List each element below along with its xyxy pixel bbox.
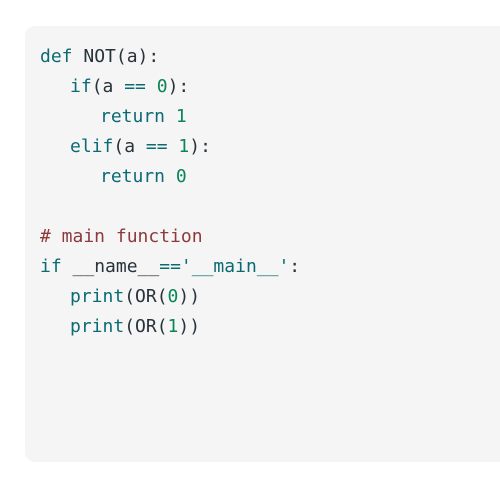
string-literal: '__main__' <box>180 256 290 277</box>
operator: == <box>145 136 168 157</box>
number-literal: 0 <box>156 76 168 97</box>
operator: == <box>124 76 146 97</box>
code-line-4: elif(a == 1): <box>40 132 500 162</box>
code-line-5: return 0 <box>40 162 500 192</box>
code-text <box>165 166 176 187</box>
heading-fragment: ​ <box>0 0 500 8</box>
code-text: )) <box>178 286 201 307</box>
builtin-function: print <box>70 316 125 337</box>
code-line-8: if __name__=='__main__': <box>40 252 500 282</box>
code-text: )) <box>178 316 201 337</box>
keyword: def <box>40 46 73 67</box>
builtin-function: print <box>70 286 125 307</box>
code-text: : <box>289 256 301 277</box>
keyword: if <box>40 256 62 277</box>
code-text: (a <box>91 76 125 97</box>
code-text: (a <box>113 136 146 157</box>
number-literal: 1 <box>175 106 187 127</box>
keyword: if <box>70 76 92 97</box>
keyword: return <box>100 106 166 127</box>
code-text: __name__ <box>61 256 160 277</box>
keyword: return <box>100 166 166 187</box>
code-line-7: # main function <box>40 222 500 252</box>
number-literal: 1 <box>178 136 190 157</box>
code-text <box>168 136 179 157</box>
code-text <box>165 106 176 127</box>
number-literal: 1 <box>167 316 179 337</box>
code-text: NOT(a): <box>72 46 160 67</box>
code-text: ): <box>167 76 190 97</box>
code-text: (OR( <box>124 286 168 307</box>
number-literal: 0 <box>175 166 187 187</box>
code-text: ): <box>189 136 211 157</box>
number-literal: 0 <box>167 286 179 307</box>
code-line-1: def NOT(a): <box>40 42 500 72</box>
code-line-blank <box>40 192 500 222</box>
code-text <box>146 76 157 97</box>
keyword: elif <box>70 136 114 157</box>
code-line-2: if(a == 0): <box>40 72 500 102</box>
code-line-10: print(OR(1)) <box>40 312 500 342</box>
comment: # main function <box>40 226 203 247</box>
code-block: def NOT(a): if(a == 0): return 1 elif(a … <box>25 26 500 462</box>
code-text: (OR( <box>124 316 168 337</box>
code-line-3: return 1 <box>40 102 500 132</box>
code-line-9: print(OR(0)) <box>40 282 500 312</box>
operator: == <box>159 256 181 277</box>
